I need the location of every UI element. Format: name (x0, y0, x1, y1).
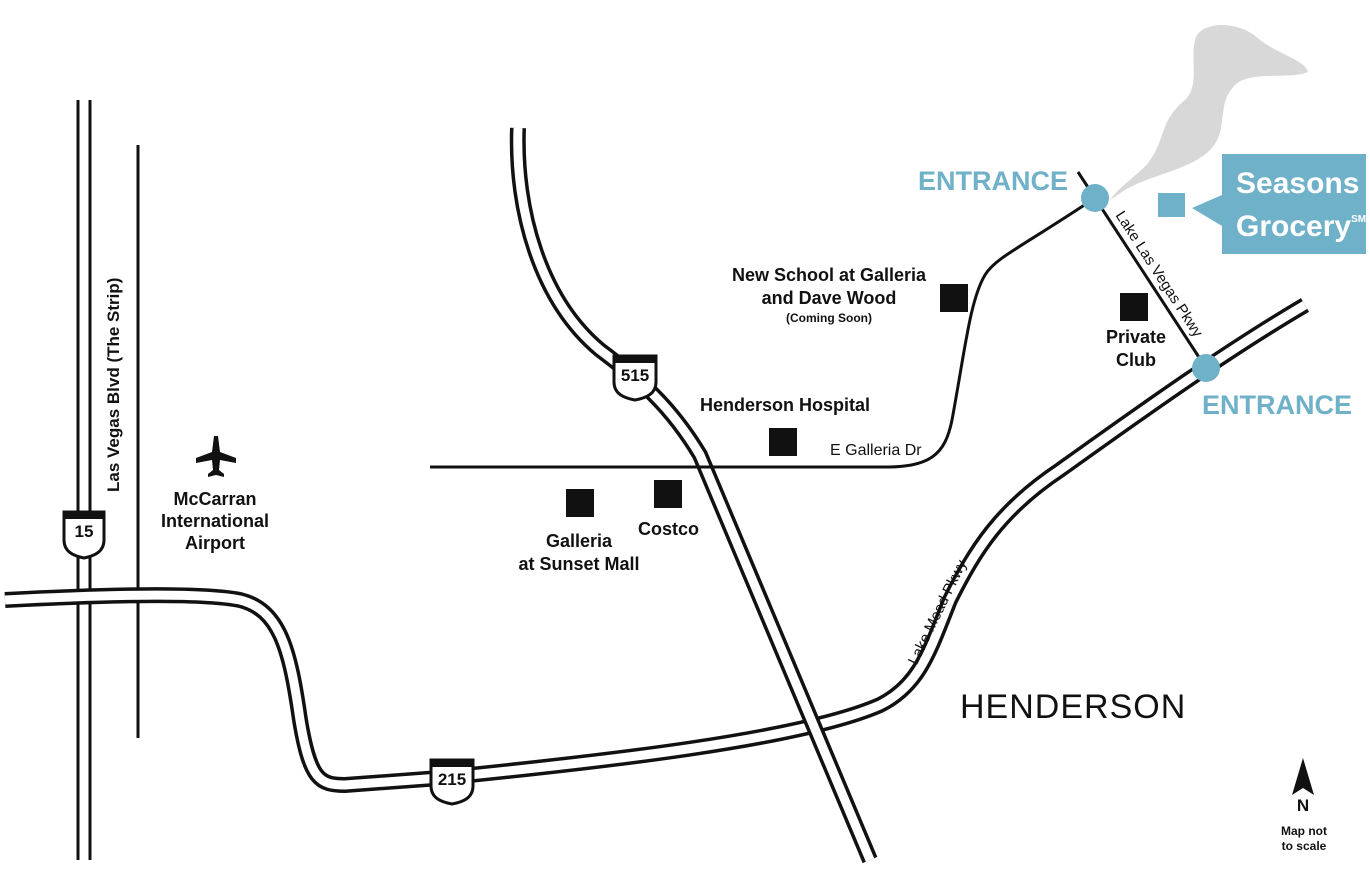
school-label: New School at Galleria and Dave Wood (Co… (718, 264, 940, 326)
north-letter: N (1296, 796, 1310, 815)
airport-label-line2: International (160, 511, 269, 531)
school-marker (940, 284, 968, 312)
shield-515-label: 515 (620, 366, 650, 385)
seasons-grocery-marker (1158, 193, 1185, 217)
service-mark: SM (1351, 214, 1367, 225)
interstate-515-road (509, 127, 878, 864)
strip-road-label: Las Vegas Blvd (The Strip) (104, 277, 123, 492)
club-label-line2: Club (1116, 350, 1156, 370)
shield-215-label: 215 (437, 770, 467, 789)
club-marker (1120, 293, 1148, 321)
mall-label-line2: at Sunset Mall (518, 554, 640, 574)
entrance-south-marker (1192, 354, 1220, 382)
scale-note: Map not to scale (1268, 824, 1340, 854)
shield-15-label: 15 (74, 522, 94, 541)
lake (1110, 25, 1308, 200)
galleria-road (430, 196, 1096, 469)
school-label-line1: New School at Galleria (731, 265, 927, 285)
mall-label: Galleria at Sunset Mall (508, 530, 650, 576)
school-label-line2: and Dave Wood (761, 288, 897, 308)
hospital-marker (769, 428, 797, 456)
airport-label-line1: McCarran (173, 489, 257, 509)
hospital-label: Henderson Hospital (700, 395, 871, 415)
seasons-label: Seasons GrocerySM (1236, 166, 1366, 245)
airport-label: McCarran International Airport (150, 488, 280, 554)
airport-label-line3: Airport (185, 533, 245, 553)
entrance-south-label: ENTRANCE (1202, 390, 1353, 420)
costco-label: Costco (638, 519, 700, 539)
seasons-label-line2: Grocery (1236, 210, 1352, 243)
seasons-label-line1: Seasons (1236, 167, 1360, 200)
city-label: HENDERSON (960, 688, 1187, 726)
costco-marker (654, 480, 682, 508)
airplane-icon (196, 436, 236, 477)
mall-label-line1: Galleria (545, 531, 613, 551)
shield-515-icon (612, 354, 658, 402)
mall-marker (566, 489, 594, 517)
north-arrow-icon (1292, 758, 1314, 795)
interstate-215-road (4, 298, 1310, 794)
entrance-north-marker (1081, 184, 1109, 212)
interstate-15-road (76, 100, 92, 860)
scale-note-line2: to scale (1281, 839, 1327, 853)
club-label-line1: Private (1105, 327, 1167, 347)
shield-215-icon (429, 758, 475, 806)
school-label-note: (Coming Soon) (786, 311, 872, 325)
shield-15-icon (62, 510, 106, 560)
club-label: Private Club (1096, 326, 1176, 372)
galleria-road-label: E Galleria Dr (830, 442, 922, 459)
scale-note-line1: Map not (1281, 824, 1327, 838)
entrance-north-label: ENTRANCE (918, 166, 1069, 196)
seasons-callout-box (1192, 154, 1366, 254)
